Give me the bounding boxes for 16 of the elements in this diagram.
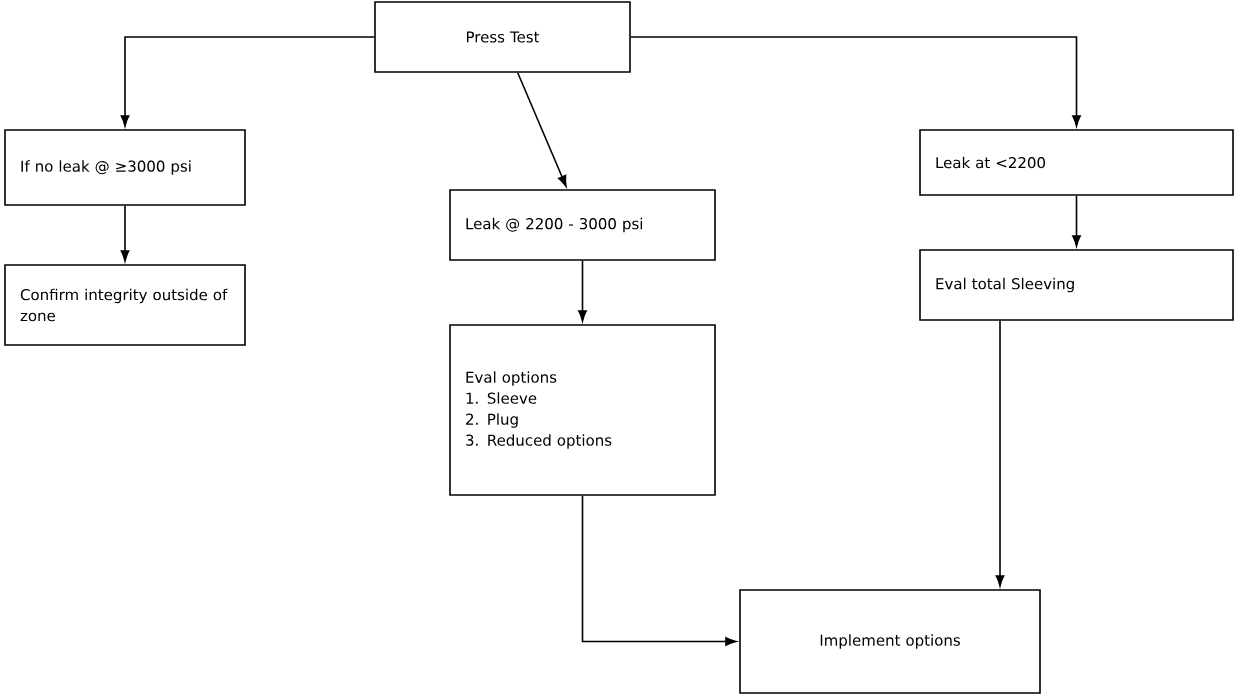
arrow — [120, 36, 375, 127]
arrow — [516, 72, 567, 187]
process-box: Implement options — [739, 589, 1041, 694]
process-box: Leak at <2200 — [919, 129, 1234, 196]
arrow — [578, 260, 587, 322]
arrow — [630, 36, 1081, 127]
arrow — [581, 495, 737, 646]
process-box: Eval total Sleeving — [919, 249, 1234, 321]
process-box: Eval options 1. Sleeve 2. Plug 3. Reduced options — [449, 324, 716, 496]
arrow — [120, 205, 130, 262]
arrow — [995, 320, 1005, 587]
process-box: Confirm integrity outside of zone — [4, 264, 246, 346]
process-box: Press Test — [374, 1, 631, 73]
arrow — [1072, 195, 1081, 247]
process-box: Leak @ 2200 - 3000 psi — [449, 189, 716, 261]
process-box: If no leak @ ≥3000 psi — [4, 129, 246, 206]
